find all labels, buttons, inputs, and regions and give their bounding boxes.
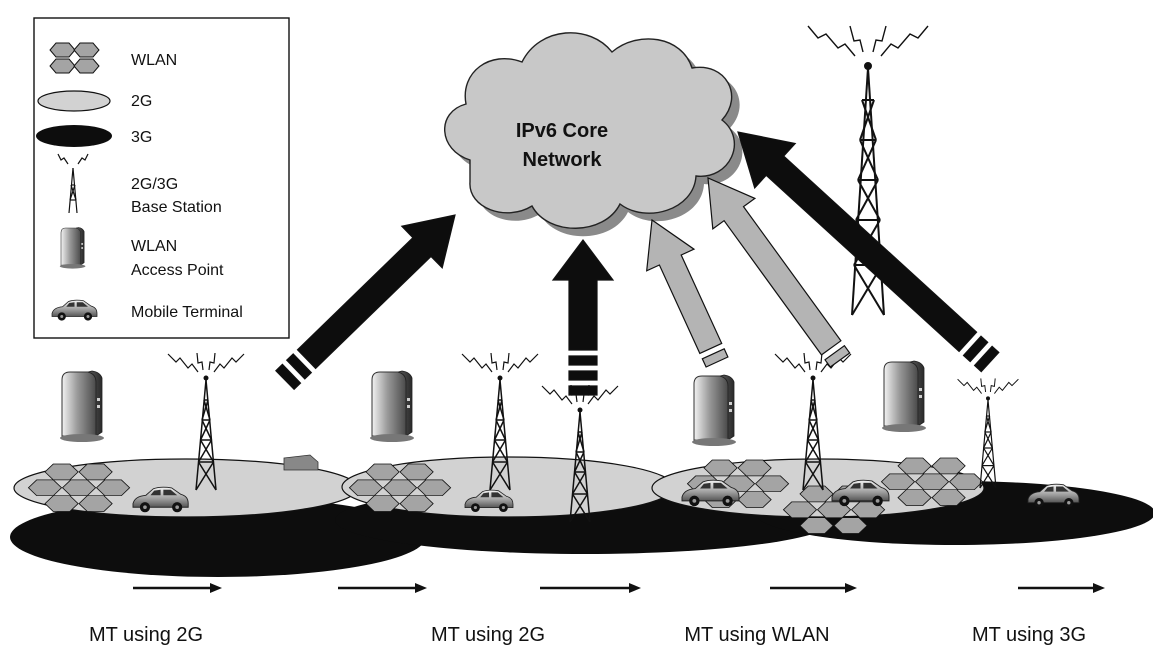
ipv6-core-network-cloud: IPv6 Core Network — [444, 32, 743, 237]
arrow-3g-to-core — [737, 131, 1000, 373]
arrow-2g-cell-2-to-core-stripe — [568, 355, 598, 366]
caption-mt-3g: MT using 3G — [972, 624, 1086, 646]
access-point-2 — [369, 370, 415, 443]
legend-label-wlan: WLAN — [131, 52, 177, 69]
arrow-wlan-ap-to-core — [645, 218, 729, 368]
legend-label-access-point-1: WLAN — [131, 238, 177, 255]
legend-label-mobile-terminal: Mobile Terminal — [131, 304, 243, 321]
movement-arrow-4 — [770, 583, 857, 593]
arrow-2g-cell-2-to-core — [551, 239, 615, 396]
legend: WLAN 2G 3G 2G/3G Base Station WLAN Acces… — [33, 17, 290, 339]
arrow-wlan-ap-to-core-stripe — [701, 348, 729, 368]
arrow-2g-cell-2-to-core-stripe — [568, 370, 598, 381]
caption-mt-wlan: MT using WLAN — [684, 624, 829, 646]
arrow-2g-cell-1-to-core-stripe — [275, 363, 302, 391]
connection-arrows — [275, 131, 1000, 396]
access-point-3 — [691, 374, 737, 447]
legend-box — [33, 17, 290, 339]
legend-label-2g: 2G — [131, 93, 152, 110]
arrow-2g-cell-2-to-core-stripe — [568, 385, 598, 396]
core-network-label-line1: IPv6 Core — [516, 120, 608, 142]
legend-label-base-station-1: 2G/3G — [131, 176, 178, 193]
3g-coverage-1 — [10, 497, 426, 577]
arrow-2g-cell-1-to-core-stripe — [285, 353, 313, 380]
arrow-3g-to-core-stripe — [962, 335, 989, 363]
3g-dark-ellipse-icon — [36, 125, 112, 147]
movement-arrow-2 — [338, 583, 427, 593]
access-point-1 — [59, 370, 105, 443]
caption-mt-2g-1: MT using 2G — [89, 624, 203, 646]
movement-arrow-3 — [540, 583, 641, 593]
movement-arrows — [133, 583, 1105, 593]
arrow-2g-cell-1-to-core — [275, 214, 456, 391]
arrow-2g-cell-1-to-core-body — [296, 214, 456, 370]
movement-arrow-5 — [1018, 583, 1105, 593]
legend-label-access-point-2: Access Point — [131, 262, 224, 279]
core-network-label-line2: Network — [523, 149, 603, 171]
arrow-3g-to-core-body — [737, 131, 978, 353]
arrow-wlan-tower-to-core-stripe — [824, 344, 851, 368]
base-station-tower-icon — [57, 153, 89, 214]
movement-arrow-1 — [133, 583, 222, 593]
access-point-4 — [881, 360, 927, 433]
access-point-device-icon — [59, 227, 86, 269]
base-station-5 — [956, 377, 1020, 489]
arrow-3g-to-core-stripe — [973, 345, 1000, 373]
arrow-2g-cell-2-to-core-body — [551, 239, 615, 351]
wlan-hexagon-cluster-icon — [49, 42, 100, 74]
arrow-wlan-tower-to-core-body — [707, 177, 842, 356]
access-point-partial — [283, 454, 319, 471]
legend-label-3g: 3G — [131, 129, 152, 146]
2g-light-ellipse-icon — [37, 90, 111, 112]
caption-mt-2g-2: MT using 2G — [431, 624, 545, 646]
arrow-wlan-ap-to-core-body — [645, 218, 723, 355]
legend-label-base-station-2: Base Station — [131, 199, 222, 216]
arrow-wlan-tower-to-core — [707, 177, 851, 368]
